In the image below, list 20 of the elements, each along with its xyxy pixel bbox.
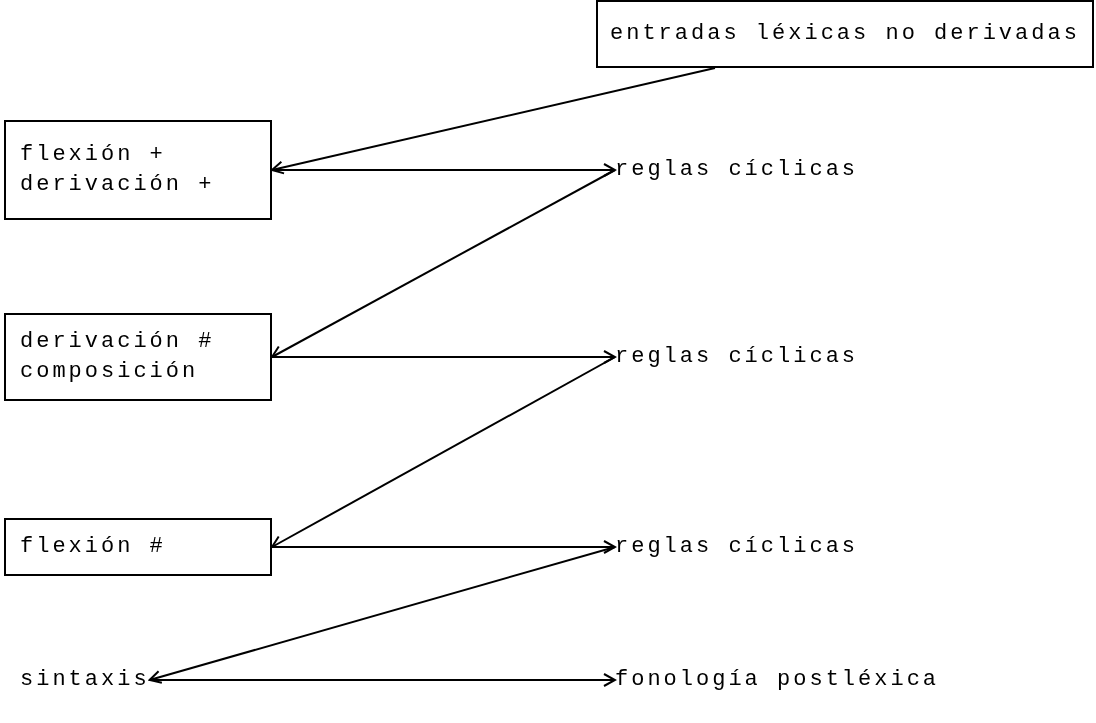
node-label: flexión + derivación + <box>20 141 216 199</box>
process-box <box>4 120 272 220</box>
arrow <box>271 169 616 358</box>
node-label: reglas cíclicas <box>615 533 859 561</box>
node-label: sintaxis <box>20 666 150 694</box>
node-label: derivación # composición <box>20 328 216 386</box>
node-label: entradas léxicas no derivadas <box>610 20 1080 48</box>
node-label: reglas cíclicas <box>615 343 859 371</box>
arrow <box>271 356 616 548</box>
node-label: fonología postléxica <box>615 666 940 694</box>
process-box <box>596 0 1094 68</box>
node-label: flexión # <box>20 533 166 561</box>
arrow <box>148 673 616 687</box>
arrow <box>271 67 716 175</box>
arrow <box>271 540 616 554</box>
arrow <box>271 350 616 364</box>
process-box <box>4 518 272 576</box>
node-label: reglas cíclicas <box>615 156 859 184</box>
process-box <box>4 313 272 401</box>
arrow <box>148 546 616 684</box>
